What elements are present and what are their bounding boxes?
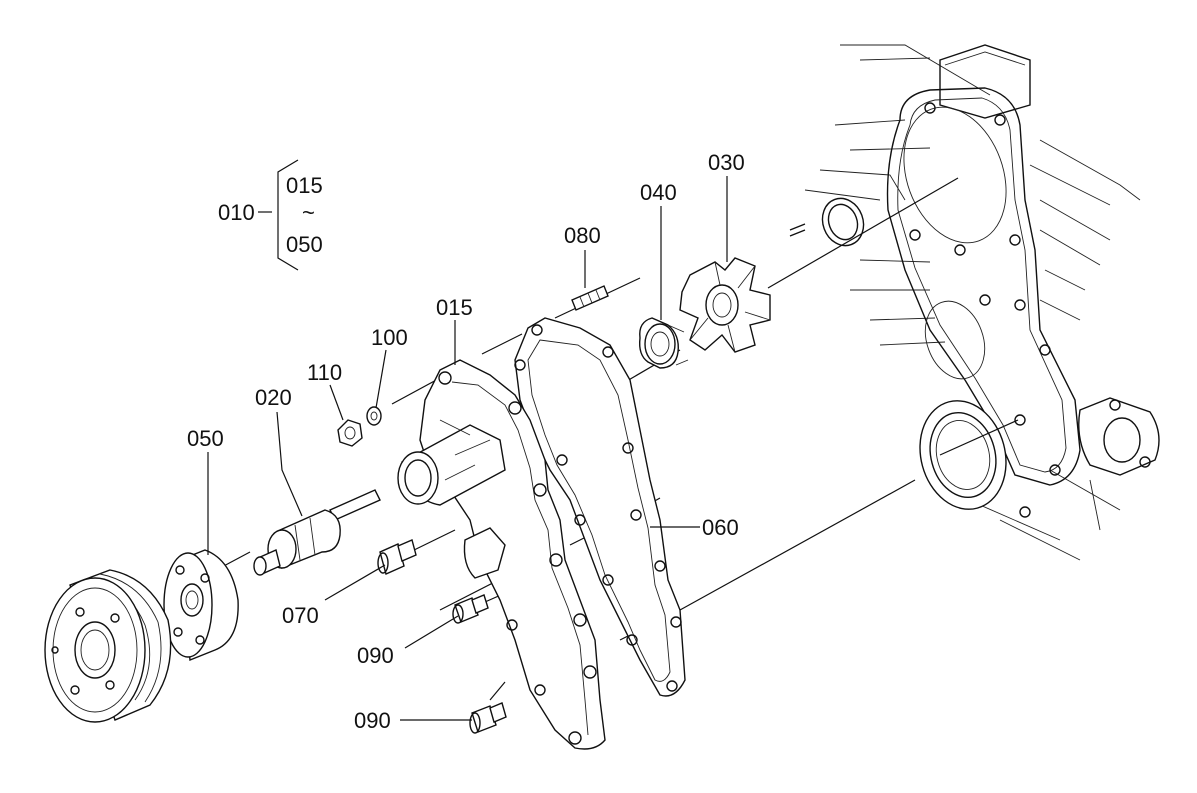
- label-090-lower: 090: [354, 708, 391, 733]
- part-number-labels: 010 015 ~ 050 030 040 080 015 100 110 02…: [187, 150, 745, 733]
- hub-050: [163, 549, 239, 661]
- label-090-upper: 090: [357, 643, 394, 668]
- fan-pulley: [44, 569, 172, 723]
- label-050-group: 050: [286, 232, 323, 257]
- plug-090-lower: [469, 702, 507, 734]
- water-pump-body-015: [397, 359, 606, 750]
- plug-070: [377, 539, 417, 575]
- label-060: 060: [702, 515, 739, 540]
- leader-lines: [207, 159, 728, 721]
- label-100: 100: [371, 325, 408, 350]
- impeller-030: [679, 257, 771, 353]
- label-020: 020: [255, 385, 292, 410]
- gasket-060: [514, 317, 686, 697]
- label-050: 050: [187, 426, 224, 451]
- label-040: 040: [640, 180, 677, 205]
- stud-080: [571, 285, 609, 311]
- engine-gear-case: [789, 44, 1160, 561]
- nut-110: [337, 419, 363, 447]
- label-080: 080: [564, 223, 601, 248]
- washer-100: [366, 406, 382, 426]
- label-range-tilde: ~: [302, 200, 315, 225]
- label-070: 070: [282, 603, 319, 628]
- label-110: 110: [307, 360, 342, 385]
- label-030: 030: [708, 150, 745, 175]
- bearing-shaft-020: [253, 489, 381, 576]
- label-010: 010: [218, 200, 255, 225]
- plug-090-upper: [452, 594, 489, 624]
- mechanical-seal-040: [638, 317, 689, 369]
- label-015: 015: [436, 295, 473, 320]
- label-015-group: 015: [286, 173, 323, 198]
